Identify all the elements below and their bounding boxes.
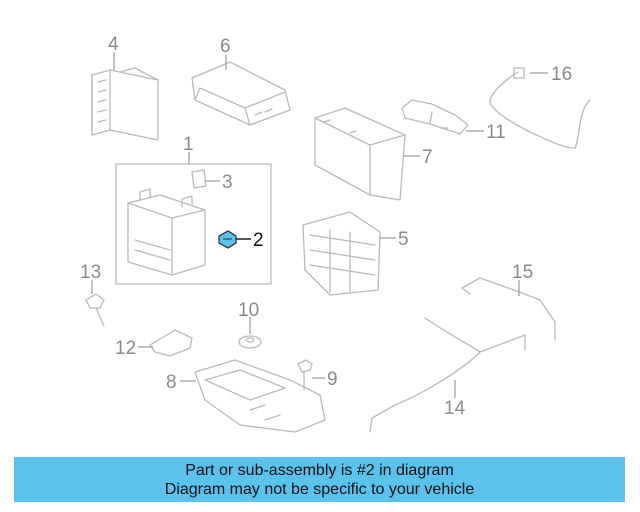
callout-5[interactable]: 5 <box>398 229 409 250</box>
callout-8[interactable]: 8 <box>166 372 177 393</box>
callout-9[interactable]: 9 <box>327 369 338 390</box>
part-15-cable[interactable] <box>461 277 556 341</box>
part-2-bolt-highlighted[interactable] <box>218 230 237 249</box>
part-14-harness[interactable] <box>369 317 526 433</box>
callout-4[interactable]: 4 <box>108 34 119 55</box>
part-8-tray[interactable] <box>194 359 326 433</box>
callout-2[interactable]: 2 <box>253 230 264 251</box>
part-9-bolt[interactable] <box>297 359 313 391</box>
banner-line-1: Part or sub-assembly is #2 in diagram <box>185 461 454 479</box>
part-13-bolt[interactable] <box>85 293 105 327</box>
callout-6[interactable]: 6 <box>220 36 231 57</box>
parts-diagram: 4 6 16 11 7 1 <box>80 34 591 433</box>
part-16-cable[interactable] <box>489 67 591 149</box>
info-banner: Part or sub-assembly is #2 in diagram Di… <box>14 457 625 502</box>
part-11-bracket[interactable] <box>401 99 469 135</box>
callout-10[interactable]: 10 <box>238 300 259 321</box>
callout-14[interactable]: 14 <box>444 398 466 419</box>
callout-13[interactable]: 13 <box>80 262 101 283</box>
part-12-clamp[interactable] <box>149 329 193 357</box>
part-4-battery-cover[interactable] <box>91 67 159 141</box>
part-6-top-cover[interactable] <box>191 61 291 126</box>
part-5-insulator[interactable] <box>302 211 381 296</box>
callout-16[interactable]: 16 <box>551 64 572 85</box>
banner-line-2: Diagram may not be specific to your vehi… <box>164 480 475 498</box>
callout-1[interactable]: 1 <box>183 134 194 155</box>
callout-12[interactable]: 12 <box>115 338 136 359</box>
part-7-battery[interactable] <box>314 107 406 201</box>
part-1-battery[interactable] <box>127 188 206 276</box>
part-1-assembly-box[interactable] <box>115 163 272 285</box>
callout-11[interactable]: 11 <box>486 122 506 143</box>
callout-3[interactable]: 3 <box>222 172 233 193</box>
callout-15[interactable]: 15 <box>512 262 533 283</box>
callout-7[interactable]: 7 <box>422 147 433 168</box>
part-3-plug[interactable] <box>191 169 207 189</box>
part-10-nut[interactable] <box>238 335 262 349</box>
